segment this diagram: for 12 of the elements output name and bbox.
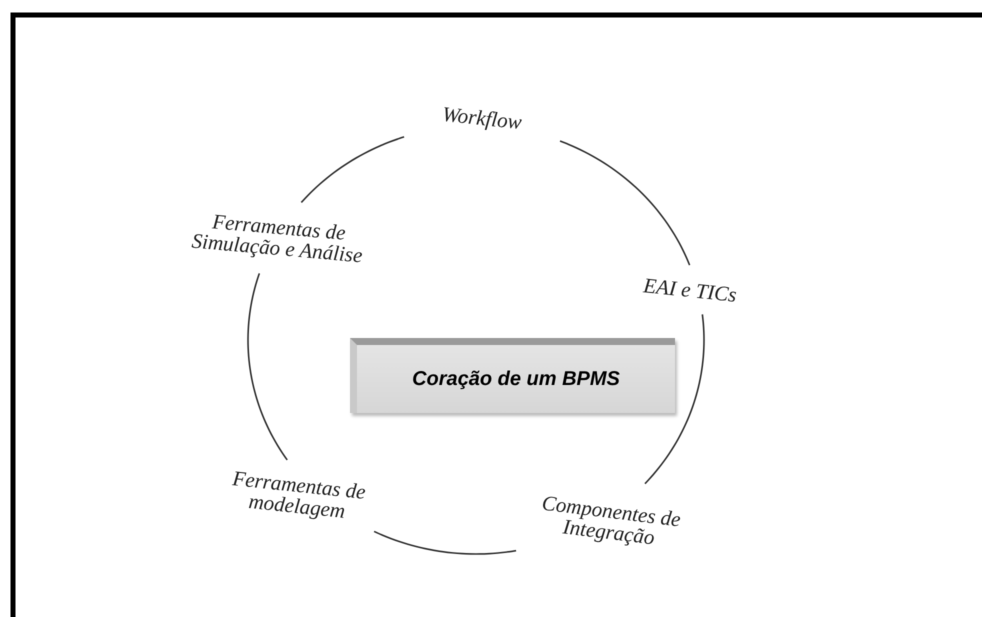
node-label: Componentes de Integração [516, 484, 704, 560]
node-label: Ferramentas de modelagem [214, 460, 382, 532]
ring-arc [247, 273, 288, 460]
ring-arc [644, 314, 705, 484]
node-label: Ferramentas de Simulação e Análise [180, 202, 376, 274]
node-label: EAI e TICs [612, 266, 768, 314]
node-label: Workflow [404, 94, 560, 142]
box-label: Coração de um BPMS [412, 368, 620, 390]
ring-arc [374, 530, 516, 555]
ring-arc [560, 140, 690, 266]
process-box [350, 338, 675, 413]
ring-arc [300, 136, 404, 204]
